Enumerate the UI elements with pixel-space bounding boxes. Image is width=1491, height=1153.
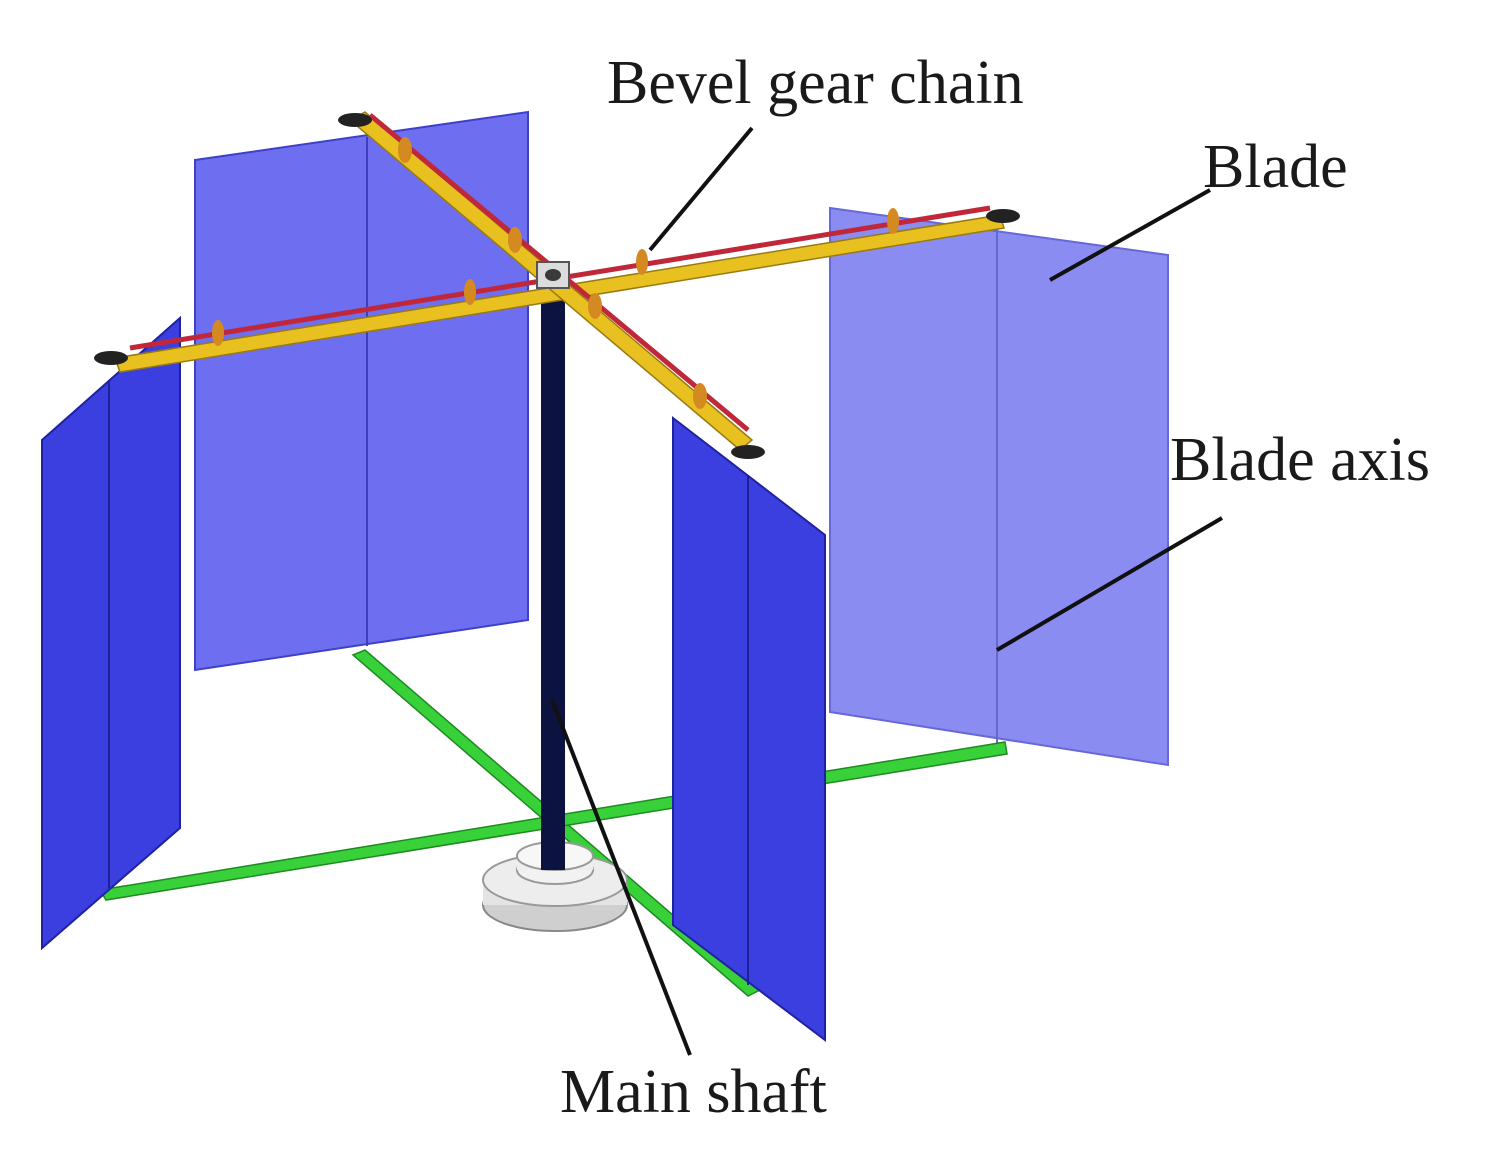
blade-front-left — [41, 315, 181, 951]
label-blade-axis: Blade axis — [1170, 426, 1430, 494]
blade-right — [829, 206, 1169, 767]
hub — [536, 261, 570, 289]
blade-back-left — [194, 110, 529, 672]
label-bevel-gear-chain: Bevel gear chain — [607, 49, 1024, 117]
shaft-base — [482, 841, 628, 932]
leader-main-shaft — [550, 699, 692, 1056]
label-blade: Blade — [1203, 133, 1348, 201]
leader-blade — [1049, 188, 1211, 282]
leader-bevel-gear-chain — [648, 126, 754, 252]
arm-tips — [94, 113, 1020, 459]
label-main-shaft: Main shaft — [560, 1058, 827, 1126]
leader-blade-axis — [995, 516, 1224, 652]
main-shaft — [541, 290, 565, 870]
blade-front-center — [672, 415, 826, 1043]
